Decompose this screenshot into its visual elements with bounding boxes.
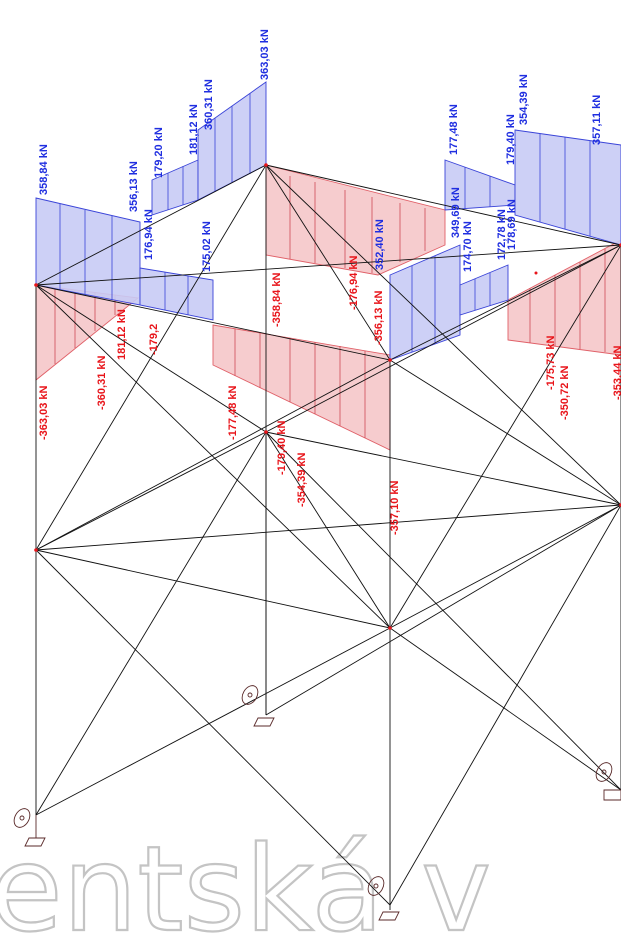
label-neg-11: -357,10 kN <box>389 481 401 535</box>
positive-labels: 358,84 kN 356,13 kN 179,20 kN 181,12 kN … <box>38 29 603 272</box>
label-pos-5: 360,31 kN <box>203 79 215 130</box>
negative-hatch <box>54 176 606 438</box>
label-pos-13: 357,11 kN <box>591 95 603 145</box>
label-neg-12: -175,73 kN <box>545 336 557 390</box>
neg-area-2 <box>212 324 391 451</box>
pos-area-6 <box>459 264 509 316</box>
label-neg-8: -177,48 kN <box>227 386 239 440</box>
label-neg-14: -353,44 kN <box>612 346 621 400</box>
label-neg-5: -358,84 kN <box>271 273 283 327</box>
label-pos-3: 179,20 kN <box>153 127 165 178</box>
pos-area-2 <box>139 267 214 321</box>
label-neg-9: -179,40 kN <box>276 421 288 475</box>
positive-force-areas <box>35 81 621 361</box>
supports <box>13 685 621 921</box>
label-neg-6: -176,94 kN <box>348 256 360 310</box>
label-pos-17: 178,69 kN <box>506 199 518 250</box>
label-pos-8: 175,02 kN <box>201 221 213 272</box>
label-neg-3: 181,12 kN <box>116 309 128 360</box>
label-pos-1: 358,84 kN <box>38 144 50 195</box>
watermark-text: entská v <box>0 820 491 940</box>
label-neg-7: -356,13 kN <box>373 291 385 345</box>
positive-hatch <box>59 93 591 352</box>
label-pos-14: 352,40 kN <box>374 219 386 270</box>
pos-area-5 <box>389 244 461 361</box>
label-pos-11: 179,40 kN <box>505 114 517 165</box>
support-icon-4 <box>595 762 621 801</box>
label-pos-9: 177,48 kN <box>448 104 460 155</box>
label-neg-1: -363,03 kN <box>38 386 50 440</box>
label-pos-7: 176,94 kN <box>143 209 155 260</box>
label-neg-13: -350,72 kN <box>559 366 571 420</box>
pos-area-8 <box>514 129 621 246</box>
label-neg-10: -354,39 kN <box>296 453 308 507</box>
label-neg-4: -179,2 <box>148 324 160 355</box>
support-icon-2 <box>241 685 275 727</box>
support-icon-1 <box>13 808 46 847</box>
label-pos-10: 349,69 kN <box>450 187 462 238</box>
label-pos-15: 174,70 kN <box>462 221 474 272</box>
negative-labels: -363,03 kN -360,31 kN 181,12 kN -179,2 -… <box>38 256 621 535</box>
label-neg-2: -360,31 kN <box>96 356 108 410</box>
support-icon-3 <box>367 876 400 921</box>
label-pos-2: 356,13 kN <box>128 161 140 212</box>
label-pos-16: 172,78 kN <box>496 209 508 260</box>
label-pos-12: 354,39 kN <box>518 74 530 125</box>
neg-area-4 <box>507 239 621 356</box>
label-pos-4: 181,12 kN <box>188 104 200 155</box>
label-pos-6: 363,03 kN <box>259 29 271 80</box>
